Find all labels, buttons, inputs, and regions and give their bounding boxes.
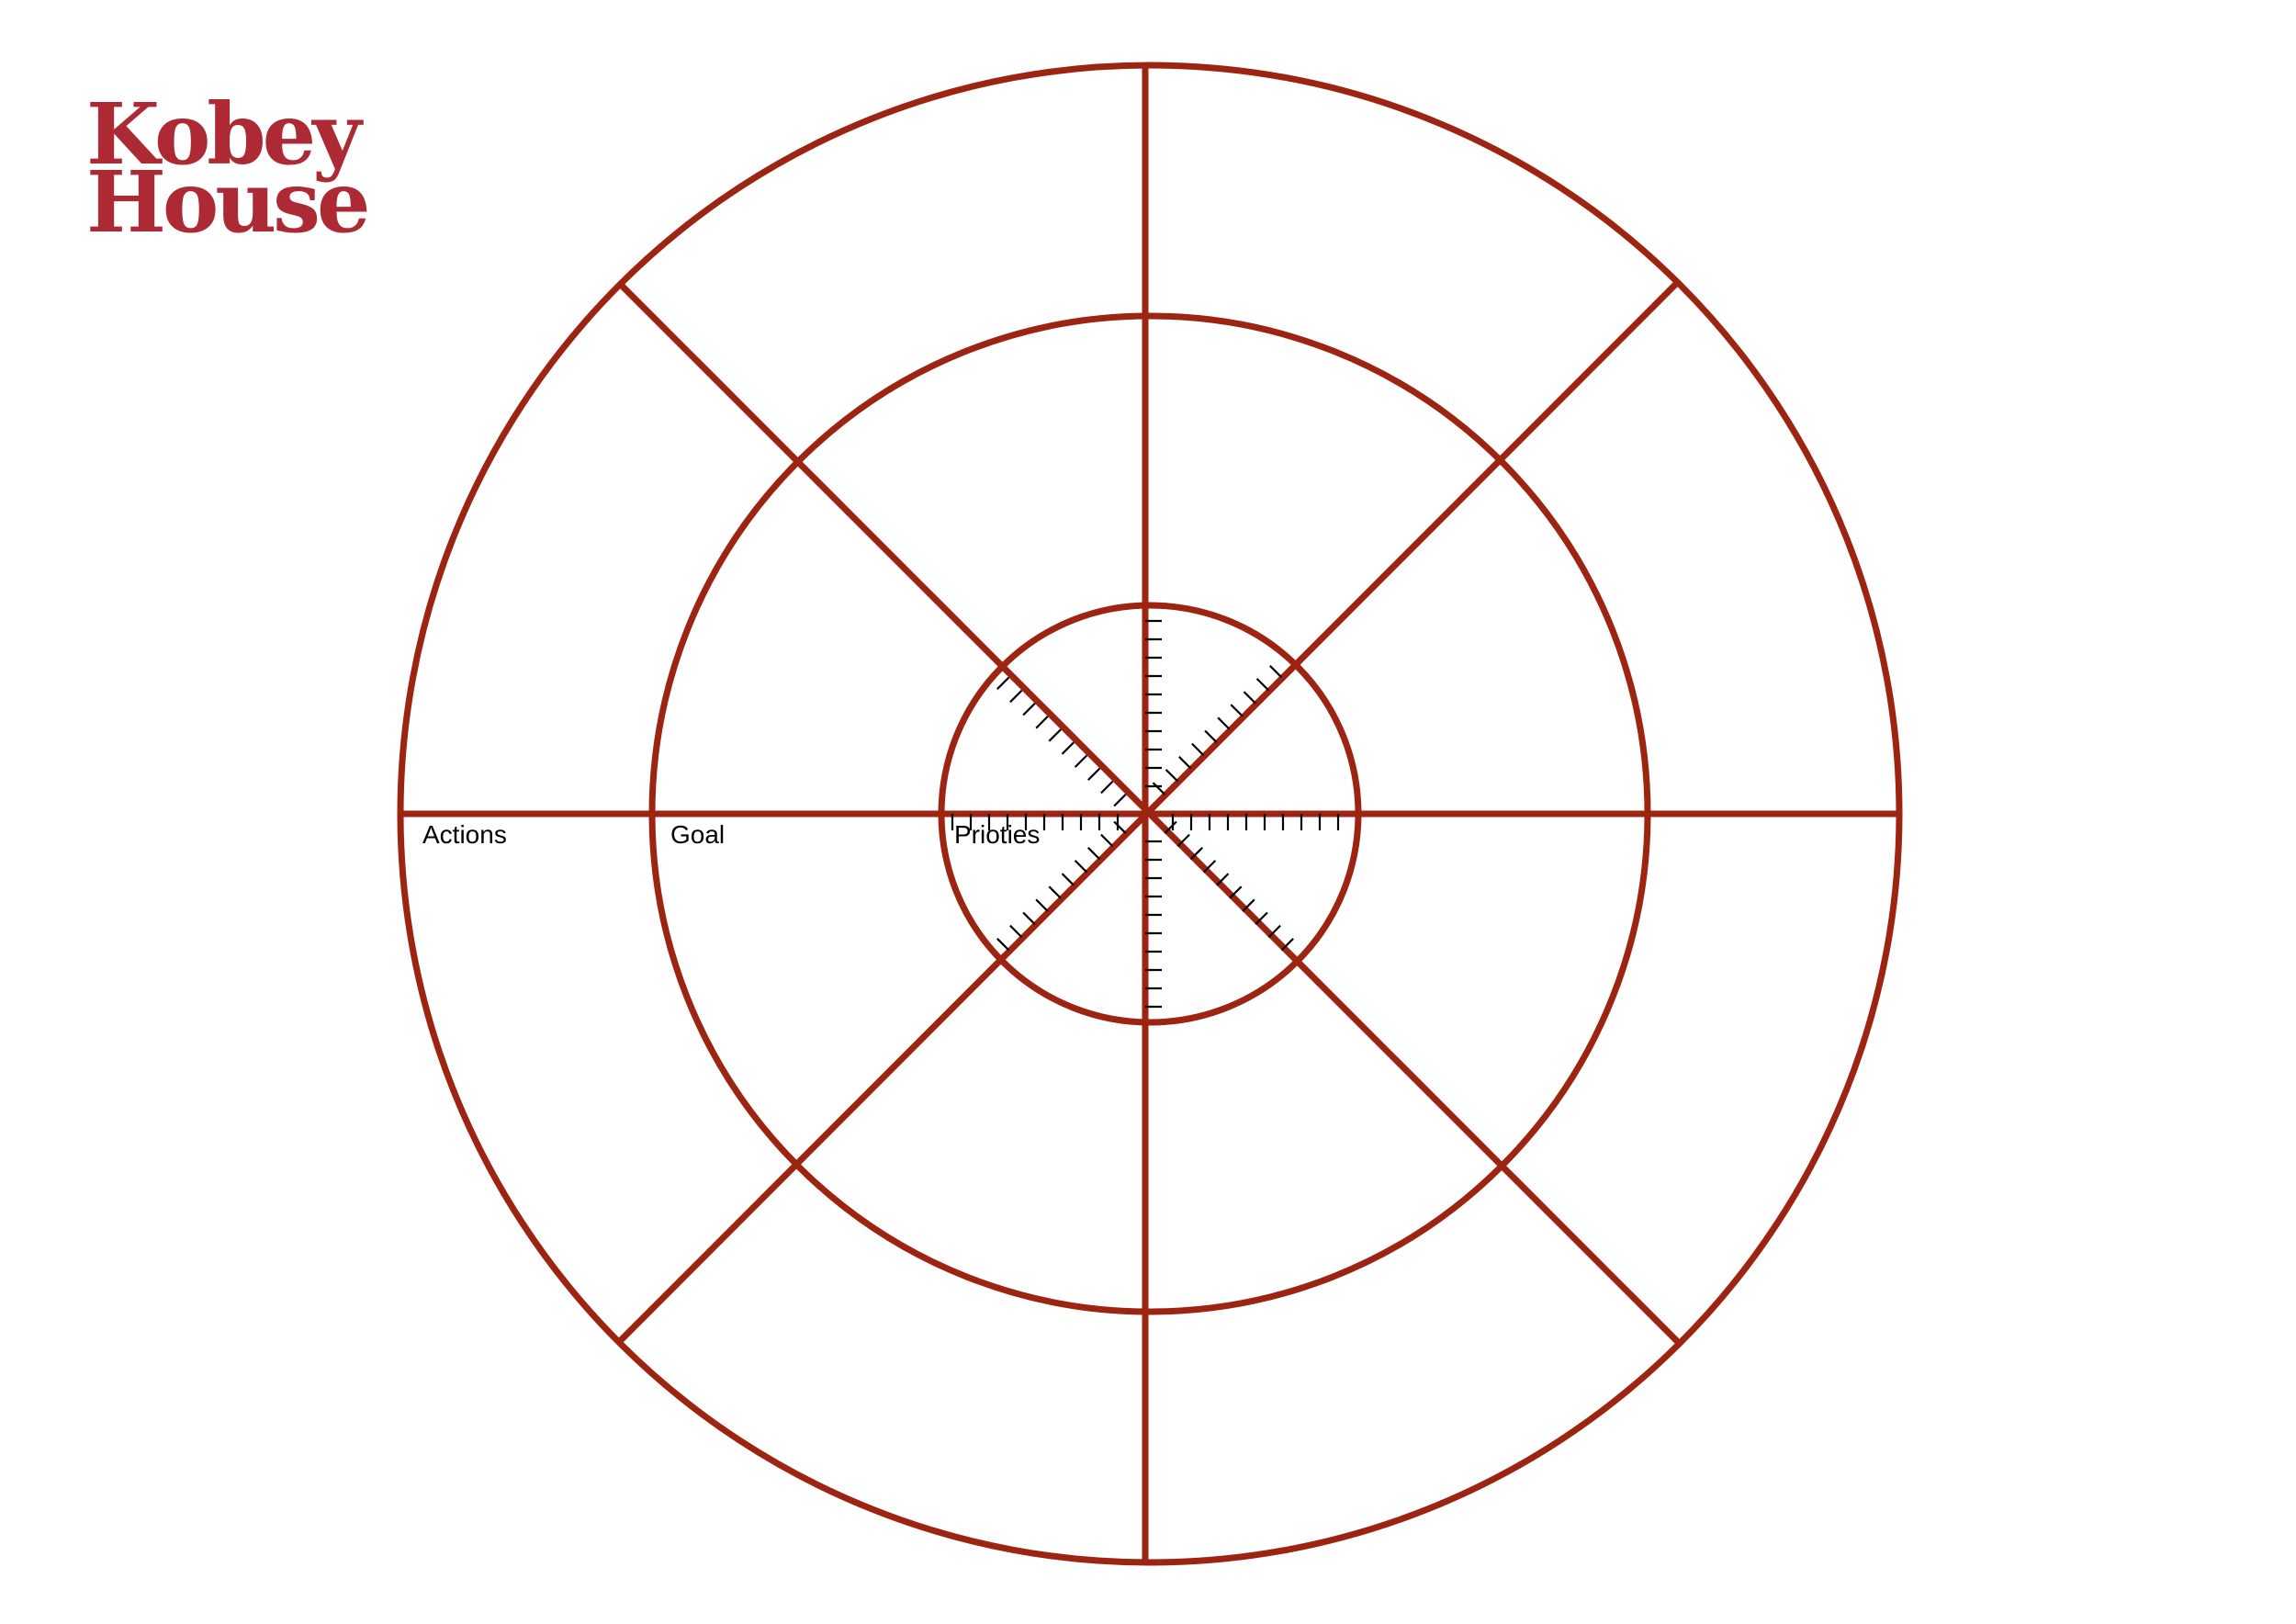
spoke-diagonal-ne-sw bbox=[617, 277, 1683, 1344]
tick-nw-3 bbox=[1087, 767, 1101, 781]
tick-se-1 bbox=[1164, 820, 1177, 834]
tick-se-8 bbox=[1255, 911, 1268, 925]
tick-ne-9 bbox=[1255, 678, 1270, 692]
tick-se-7 bbox=[1242, 898, 1255, 912]
tick-ne-10 bbox=[1269, 665, 1283, 679]
tick-sw-4 bbox=[1074, 860, 1088, 874]
tick-se-9 bbox=[1267, 924, 1281, 939]
tick-ne-3 bbox=[1178, 756, 1192, 770]
tick-se-2 bbox=[1176, 833, 1190, 848]
brand-logo-line2: House bbox=[86, 152, 367, 252]
tick-ne-2 bbox=[1165, 769, 1179, 783]
tick-nw-8 bbox=[1022, 703, 1036, 716]
tick-nw-10 bbox=[996, 676, 1010, 690]
ring-label-actions: Actions bbox=[422, 820, 507, 849]
tick-sw-3 bbox=[1087, 847, 1101, 861]
tick-ne-8 bbox=[1243, 691, 1256, 705]
tick-ne-5 bbox=[1204, 729, 1218, 743]
tick-se-4 bbox=[1202, 860, 1217, 874]
tick-sw-10 bbox=[996, 938, 1010, 952]
tick-se-5 bbox=[1216, 873, 1230, 886]
tick-nw-2 bbox=[1100, 780, 1114, 795]
tick-sw-1 bbox=[1113, 820, 1127, 834]
tick-se-10 bbox=[1280, 938, 1294, 952]
tick-se-3 bbox=[1189, 847, 1203, 861]
tick-sw-7 bbox=[1035, 898, 1049, 912]
tick-ne-7 bbox=[1230, 704, 1244, 717]
priority-scale-ticks bbox=[951, 619, 1340, 1009]
ring-label-goal: Goal bbox=[670, 820, 725, 849]
brand-logo-line1: Kobey bbox=[86, 85, 364, 184]
tick-sw-6 bbox=[1048, 885, 1062, 899]
ring-label-priorities: Prioties bbox=[954, 820, 1040, 849]
tick-nw-6 bbox=[1048, 728, 1062, 742]
wheel bbox=[397, 62, 1903, 1566]
tick-sw-2 bbox=[1100, 833, 1114, 848]
tick-nw-1 bbox=[1113, 794, 1127, 807]
tick-ne-4 bbox=[1191, 742, 1205, 757]
tick-sw-9 bbox=[1009, 924, 1023, 939]
tick-nw-7 bbox=[1035, 716, 1049, 729]
tick-sw-5 bbox=[1061, 873, 1075, 886]
tick-se-6 bbox=[1229, 885, 1243, 899]
tick-ne-1 bbox=[1152, 782, 1165, 795]
tick-sw-8 bbox=[1022, 911, 1036, 925]
tick-ne-6 bbox=[1217, 716, 1231, 730]
brand-logo: Kobey House bbox=[86, 85, 371, 252]
tick-nw-5 bbox=[1061, 741, 1075, 755]
tick-nw-9 bbox=[1009, 689, 1023, 704]
tick-nw-4 bbox=[1074, 754, 1088, 768]
